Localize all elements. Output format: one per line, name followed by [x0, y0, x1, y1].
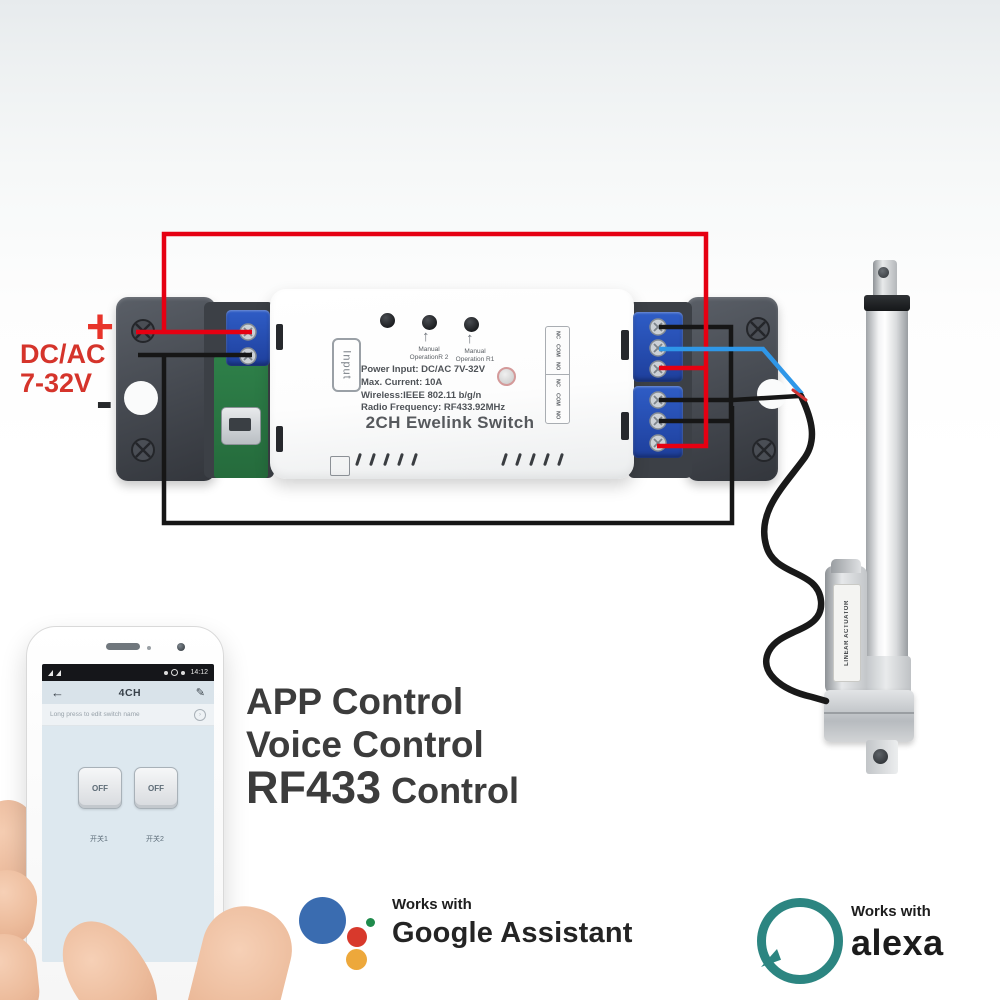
google-badge-text: Works with Google Assistant [392, 896, 633, 950]
model-name: 2CH Ewelink Switch [365, 413, 535, 432]
manual-r1-line1: Manual [464, 348, 486, 355]
bracket-notch-right [757, 379, 787, 409]
relay2-terminal-block [633, 312, 683, 382]
terminal-label-cell: COM [546, 391, 569, 407]
wifi-icon [56, 669, 61, 676]
marketing-text: APP Control Voice Control RF433 Control [246, 680, 519, 812]
google-assistant-logo-red [347, 927, 367, 947]
case-slot [276, 426, 283, 452]
phone-sensor [147, 646, 151, 650]
alarm-icon [171, 669, 179, 676]
manual-operation-r1-label: Manual Operation R1 [448, 348, 502, 364]
terminal-label-nc: NC [554, 330, 561, 339]
actuator-collar [864, 295, 910, 311]
micro-usb-slot [229, 418, 251, 431]
terminal-label-cell: NC [546, 327, 569, 343]
terminal-label-no: NO [554, 362, 561, 371]
terminal-label-com: COM [554, 392, 561, 406]
status-bar: 14:12 [42, 664, 214, 681]
terminal-label-nc: NC [554, 379, 561, 388]
hint-row: Long press to edit switch name › [42, 704, 214, 726]
hint-text: Long press to edit switch name [50, 711, 140, 718]
input-port-label: Input [340, 350, 353, 380]
alexa-works-with: Works with [851, 903, 931, 920]
up-arrow-icon: ↑ [422, 328, 430, 345]
actuator-upper-block [861, 656, 911, 694]
relay1-terminal-block [633, 386, 683, 458]
terminal-label-cell: NO [546, 407, 569, 423]
manual-r1-line2: Operation R1 [455, 356, 495, 363]
power-rating-label: DC/AC 7-32V [20, 340, 106, 398]
bracket-notch-left [124, 381, 158, 415]
switch2-off-button[interactable]: OFF [134, 767, 178, 809]
input-terminal-block [226, 310, 270, 366]
terminal-label-cell: NO [546, 359, 569, 376]
power-rating-line1: DC/AC [20, 339, 106, 369]
actuator-motor-cap [831, 559, 861, 573]
plus-label: + [86, 301, 115, 354]
switch1-name: 开关1 [90, 836, 108, 843]
phone-screen: 14:12 ← 4CH ✎ Long press to edit switch … [42, 664, 214, 962]
expand-circle-icon[interactable]: › [194, 708, 206, 721]
vent-slots-left [355, 452, 418, 467]
case-slot [276, 324, 283, 350]
minus-label: - [96, 373, 113, 429]
terminal-label-com: COM [554, 344, 561, 358]
signal-icon [48, 669, 53, 676]
google-assistant-logo-blue [299, 897, 346, 944]
actuator-housing-seam [824, 712, 914, 714]
actuator-outer-tube [866, 306, 908, 704]
google-works-with: Works with [392, 896, 472, 913]
marketing-line2: Voice Control [246, 724, 484, 765]
vent-slots-right [501, 452, 564, 467]
battery-icon [181, 670, 186, 675]
google-assistant-wordmark: Google Assistant [392, 917, 633, 949]
alexa-badge-text: Works with alexa [851, 903, 944, 964]
alexa-wordmark: alexa [851, 922, 944, 963]
input-port-label-box: Input [332, 338, 361, 392]
terminal-label-cell: COM [546, 343, 569, 359]
actuator-clevis-hole [873, 749, 888, 764]
actuator-tip-hole [878, 267, 889, 278]
phone-front-camera [177, 643, 185, 651]
terminal-label-strip: NC COM NO NC COM NO [545, 326, 570, 424]
marketing-line3-rest: Control [381, 770, 520, 811]
case-button-dot [380, 313, 395, 328]
up-arrow-icon: ↑ [466, 330, 474, 347]
google-assistant-logo-yellow [346, 949, 367, 970]
google-assistant-logo-green [366, 918, 375, 927]
status-time: 14:12 [190, 669, 208, 676]
marketing-rf433: RF433 [246, 762, 382, 813]
case-mark-square [330, 456, 350, 476]
app-title: 4CH [118, 686, 142, 699]
case-slot [621, 330, 629, 360]
terminal-label-cell: NC [546, 375, 569, 391]
back-button[interactable]: ← [51, 685, 64, 700]
marketing-line1: APP Control [246, 681, 464, 722]
phone-earpiece [106, 643, 140, 650]
switch2-name: 开关2 [146, 836, 164, 843]
app-nav-bar: ← 4CH ✎ [42, 681, 214, 704]
notification-icon [164, 670, 169, 675]
edit-pencil-icon[interactable]: ✎ [195, 687, 205, 699]
pairing-button [497, 367, 516, 386]
power-rating-line2: 7-32V [20, 368, 93, 398]
actuator-label: LINEAR ACTUATOR [833, 584, 861, 682]
case-slot [621, 412, 629, 440]
actuator-rod-tip [873, 260, 897, 300]
spec-wireless: Wireless:IEEE 802.11 b/g/n [361, 389, 482, 401]
app-main-area: OFF OFF 开关1 开关2 [42, 726, 214, 962]
alexa-logo-ring [757, 898, 843, 984]
terminal-label-no: NO [554, 410, 561, 420]
actuator-gear-housing [824, 690, 914, 742]
switch1-off-button[interactable]: OFF [78, 767, 122, 809]
actuator-label-text: LINEAR ACTUATOR [844, 600, 850, 666]
marketing-line3: RF433 Control [246, 765, 520, 812]
